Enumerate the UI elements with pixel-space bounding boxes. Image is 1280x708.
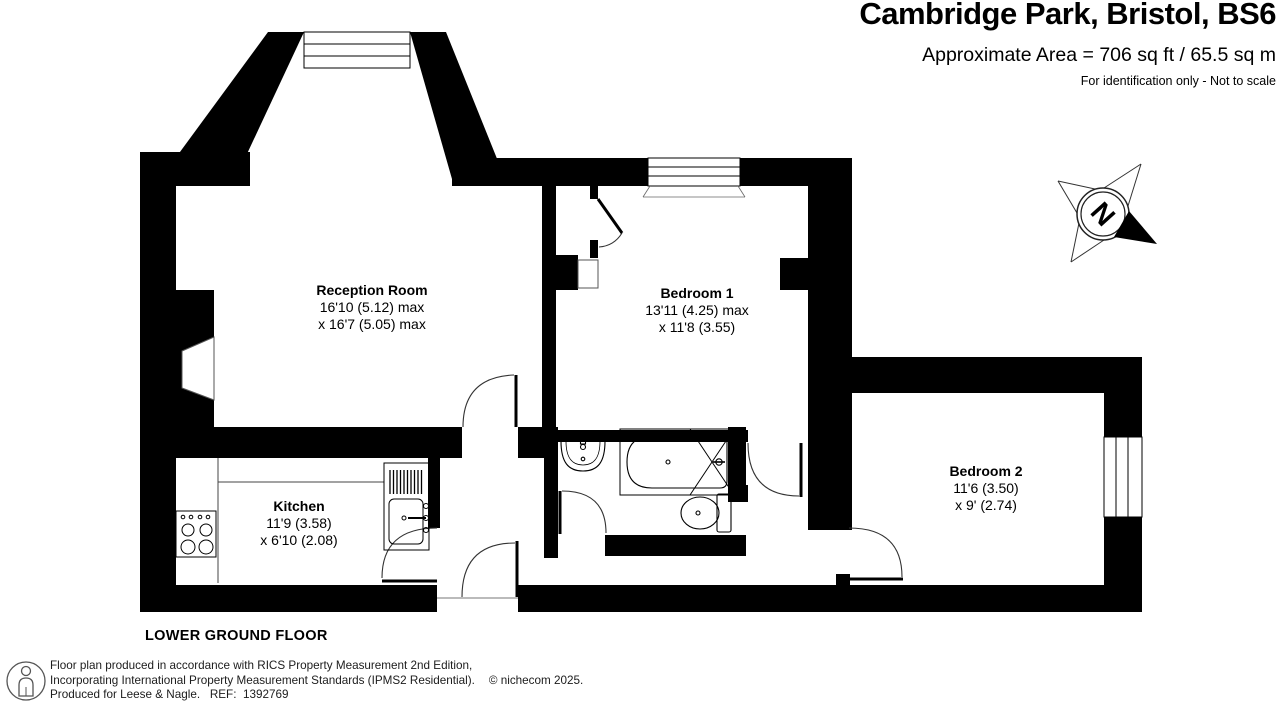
bay-wall-right xyxy=(410,32,508,186)
wash-basin xyxy=(560,439,606,472)
bay-wall-left xyxy=(155,32,304,186)
nichecom-logo xyxy=(6,661,46,701)
room-label-reception: Reception Room 16'10 (5.12) max x 16'7 (… xyxy=(262,282,482,333)
footer-line-1: Floor plan produced in accordance with R… xyxy=(50,659,473,672)
room-dim: x 16'7 (5.05) max xyxy=(318,316,426,332)
room-dim: 16'10 (5.12) max xyxy=(319,299,425,315)
compass-rose: N xyxy=(1057,163,1157,263)
sink-bowl xyxy=(388,498,424,545)
kitchen-door-arc xyxy=(381,527,438,579)
north-arrow xyxy=(1114,211,1157,244)
entrance-door-arc xyxy=(461,542,516,598)
footer-line-2: Incorporating International Property Mea… xyxy=(50,674,583,689)
room-dim: x 6'10 (2.08) xyxy=(260,532,338,548)
wall-recess xyxy=(181,336,215,401)
room-name: Reception Room xyxy=(316,282,428,298)
bedroom1-door-arc xyxy=(598,232,623,248)
bedroom1-door-leaf xyxy=(596,198,624,234)
room-label-bedroom2: Bedroom 2 11'6 (3.50) x 9' (2.74) xyxy=(876,463,1096,514)
copyright-text: © nichecom 2025. xyxy=(488,673,584,687)
drainer xyxy=(389,470,423,494)
chimney-alcove xyxy=(577,259,599,289)
room-label-kitchen: Kitchen 11'9 (3.58) x 6'10 (2.08) xyxy=(189,498,409,549)
room-name: Bedroom 2 xyxy=(949,463,1023,479)
bedroom2-window xyxy=(1103,436,1143,518)
reception-door-arc xyxy=(462,374,515,428)
room-dim: x 9' (2.74) xyxy=(955,497,1017,513)
walls xyxy=(140,32,1142,612)
kitchen-fixtures xyxy=(175,458,430,583)
room-dim: 11'9 (3.58) xyxy=(266,515,332,531)
footer: Floor plan produced in accordance with R… xyxy=(50,659,583,703)
toilet xyxy=(680,493,732,533)
footer-rics-text: Incorporating International Property Mea… xyxy=(50,673,475,687)
room-label-bedroom1: Bedroom 1 13'11 (4.25) max x 11'8 (3.55) xyxy=(587,285,807,336)
bathroom-door-arc xyxy=(561,490,607,534)
bedroom2-door-arc xyxy=(848,527,903,578)
room-dim: x 11'8 (3.55) xyxy=(658,319,736,335)
page-title: Cambridge Park, Bristol, BS6 xyxy=(859,0,1276,31)
room-name: Bedroom 1 xyxy=(660,285,734,301)
approximate-area: Approximate Area = 706 sq ft / 65.5 sq m xyxy=(922,44,1276,66)
hall-door-arc xyxy=(747,442,800,497)
bathtub xyxy=(619,428,735,496)
room-name: Kitchen xyxy=(273,498,325,514)
windows xyxy=(303,31,1143,518)
cooker-hob xyxy=(175,510,217,558)
disclaimer: For identification only - Not to scale xyxy=(1080,74,1276,88)
bedroom1-window xyxy=(642,157,746,198)
floor-label: LOWER GROUND FLOOR xyxy=(145,628,328,644)
room-dim: 13'11 (4.25) max xyxy=(645,302,749,318)
bay-window xyxy=(303,31,411,69)
doors xyxy=(381,198,903,599)
bathroom-fixtures xyxy=(560,428,735,533)
room-dim: 11'6 (3.50) xyxy=(953,480,1019,496)
kitchen-sink-unit xyxy=(383,462,430,551)
footer-line-3: Produced for Leese & Nagle. REF: 1392769 xyxy=(50,688,289,701)
shower-screen xyxy=(689,428,735,496)
